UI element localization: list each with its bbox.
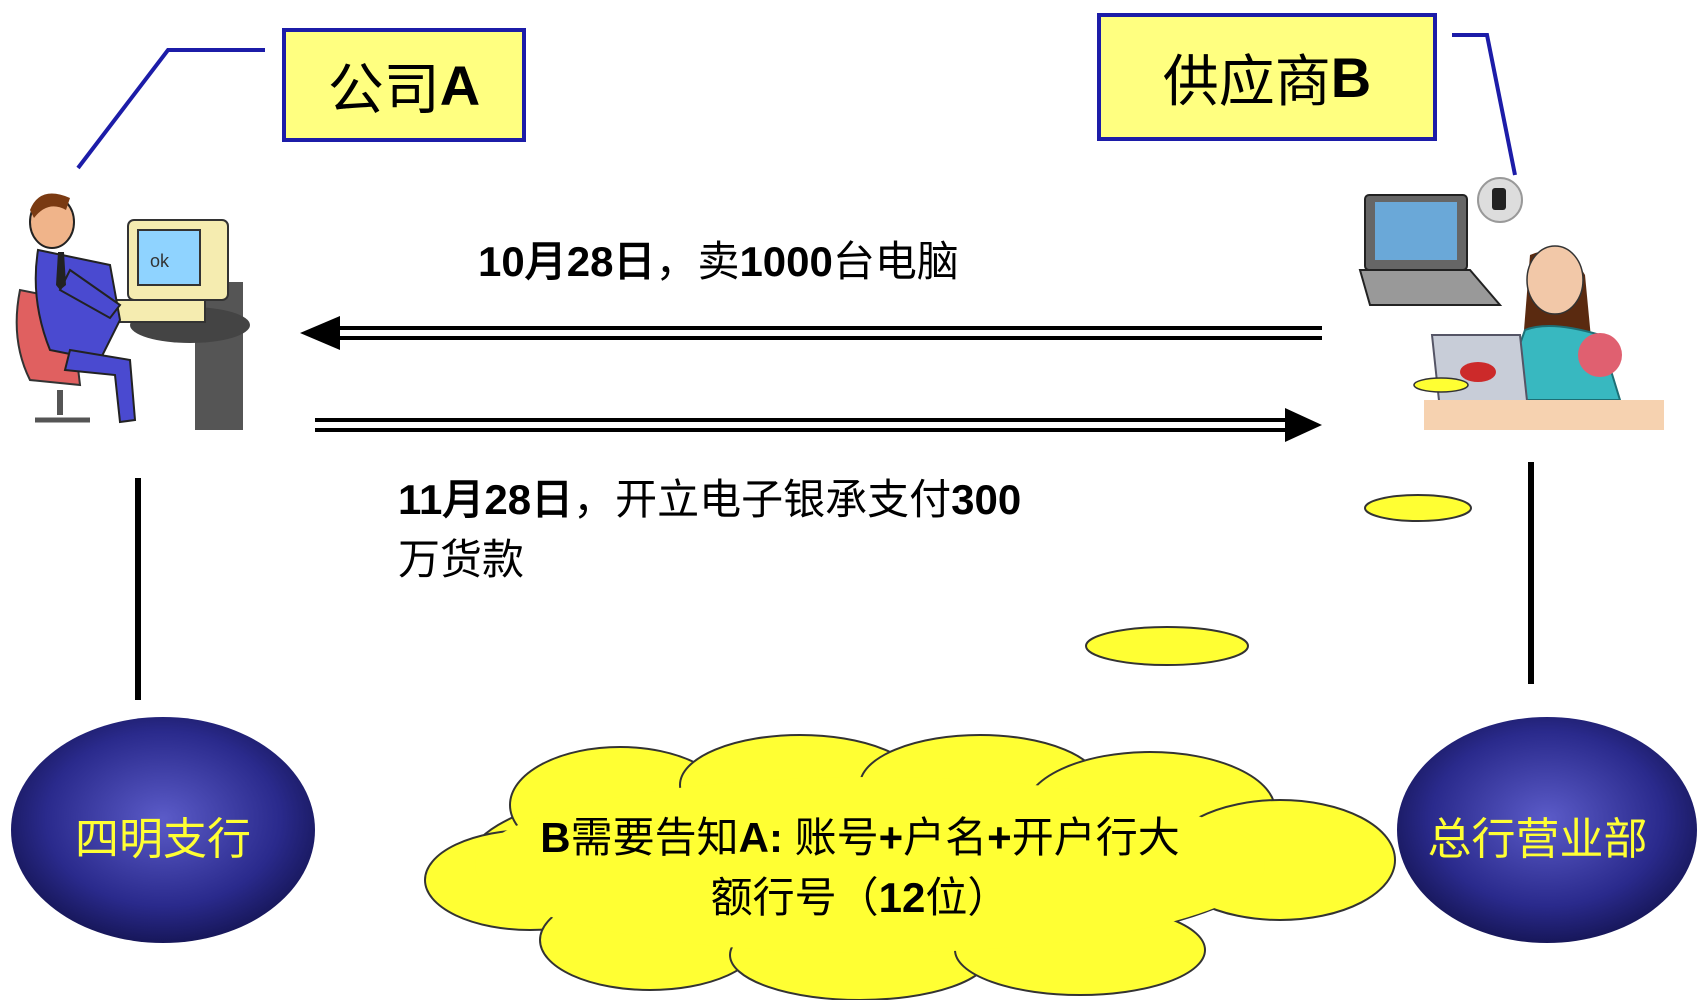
bank-left-ellipse xyxy=(11,717,315,943)
message-pay: 11月28日，开立电子银承支付300 万货款 xyxy=(398,470,1118,590)
note-bank-code: 开户行大额行号（ xyxy=(710,814,1180,921)
company-a-name: 公司 xyxy=(327,57,440,121)
note-cloud-text: B需要告知A: 账号+户名+开户行大额行号（12位） xyxy=(520,808,1200,928)
supplier-b-illustration xyxy=(1358,177,1664,430)
note-account: 账号 xyxy=(782,814,879,861)
small-ellipse-1 xyxy=(1364,494,1472,522)
svg-text:ok: ok xyxy=(150,251,170,271)
note-need: 需要告知 xyxy=(570,814,739,861)
supplier-b-name: 供应商 xyxy=(1162,49,1331,113)
company-a-illustration: ok xyxy=(15,193,250,430)
message-sell-qty: 1000 xyxy=(739,238,833,285)
supplier-b-letter: B xyxy=(1330,45,1372,109)
note-account-name: 户名 xyxy=(903,814,988,861)
note-digits-suffix: 位） xyxy=(925,874,1010,921)
message-pay-text: ，开立电子银承支付 xyxy=(573,476,952,523)
message-sell-suffix: 台电脑 xyxy=(832,238,959,285)
arrow-pay xyxy=(315,408,1322,442)
note-plus-1: + xyxy=(878,814,904,861)
message-sell-date: 10月28日 xyxy=(478,238,656,285)
message-pay-suffix: 万货款 xyxy=(398,536,525,583)
company-a-letter: A xyxy=(439,53,481,117)
note-cloud xyxy=(424,734,1396,1000)
company-a-connector xyxy=(76,48,265,170)
bank-right-label: 总行营业部 xyxy=(1427,815,1648,864)
small-ellipse-2 xyxy=(1085,626,1249,666)
supplier-b-connector xyxy=(1452,33,1517,176)
message-pay-date: 11月28日 xyxy=(398,476,574,523)
arrow-sell xyxy=(300,316,1322,350)
note-a: A: xyxy=(738,814,783,861)
message-sell-text: ，卖 xyxy=(655,238,740,285)
bank-right-ellipse xyxy=(1397,717,1697,943)
note-digits: 12 xyxy=(878,874,926,921)
note-plus-2: + xyxy=(987,814,1012,861)
note-b: B xyxy=(540,814,571,861)
bank-left-label: 四明支行 xyxy=(75,815,251,864)
message-pay-amount: 300 xyxy=(951,476,1022,523)
message-sell: 10月28日，卖1000台电脑 xyxy=(478,232,959,292)
